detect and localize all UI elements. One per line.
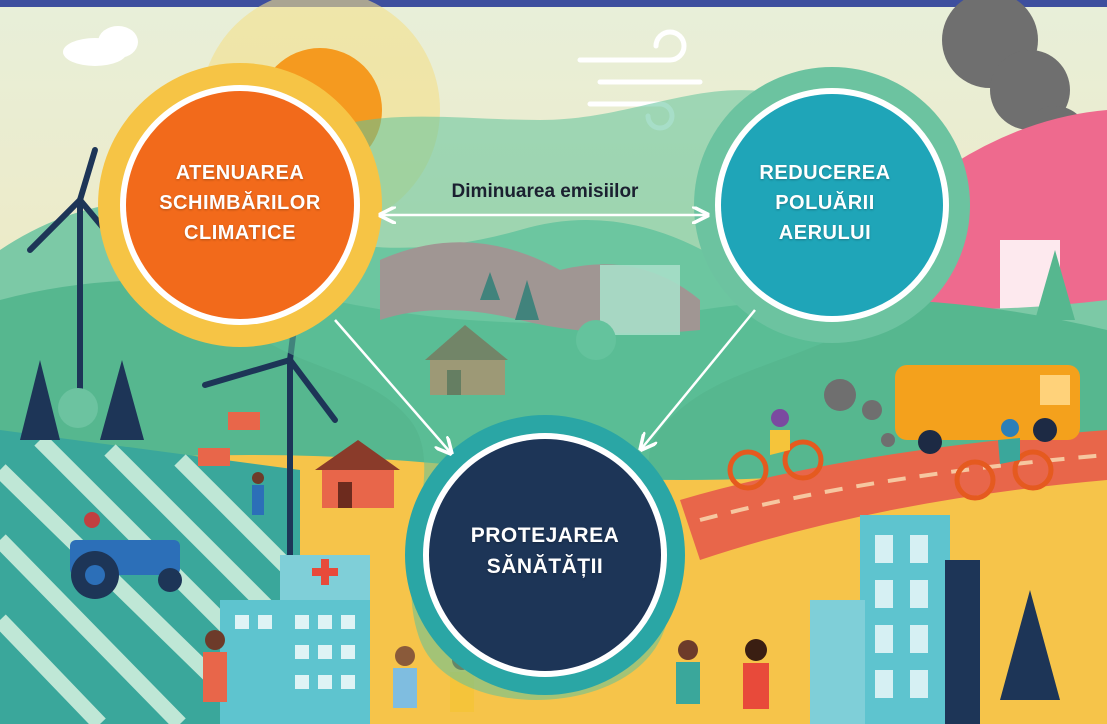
- node-air-line: AERULUI: [778, 222, 872, 244]
- node-climate-line: CLIMATICE: [184, 222, 296, 244]
- emissions-label: Diminuarea emisiilor: [451, 181, 639, 202]
- node-air-label: REDUCEREA POLUĂRII AERULUI: [720, 158, 930, 248]
- node-air-line: REDUCEREA: [759, 162, 891, 184]
- cyclist-icon: [770, 409, 1020, 464]
- tractor-icon: [70, 512, 182, 599]
- house-icon: [315, 440, 400, 508]
- city-building: [810, 515, 980, 724]
- hospital-icon: [220, 555, 370, 724]
- node-climate-line: ATENUAREA: [175, 162, 305, 184]
- header-bar: [0, 0, 1107, 7]
- cow-icon: [198, 412, 260, 466]
- node-air-circle: [694, 67, 970, 343]
- bus-icon: [895, 365, 1080, 454]
- node-air-line: POLUĂRII: [775, 192, 875, 214]
- node-health-circle: [405, 415, 685, 695]
- node-health-line: PROTEJAREA: [470, 524, 620, 547]
- exhaust-icon: [824, 379, 895, 447]
- tree-icon: [1035, 250, 1075, 320]
- climate-to-health-arrow: [334, 319, 450, 452]
- road-line: [699, 453, 1107, 522]
- node-climate-circle: [98, 63, 382, 347]
- node-health-line: SĂNĂTĂȚII: [486, 555, 604, 578]
- person-icon: [203, 472, 769, 712]
- tree-icon: [58, 388, 98, 428]
- node-health-label: PROTEJAREA SĂNĂTĂȚII: [440, 520, 650, 582]
- bicycle-icon: [727, 439, 1054, 501]
- node-climate-label: ATENUAREA SCHIMBĂRILOR CLIMATICE: [130, 158, 350, 248]
- air-to-health-arrow: [642, 309, 756, 448]
- node-climate-line: SCHIMBĂRILOR: [159, 192, 321, 214]
